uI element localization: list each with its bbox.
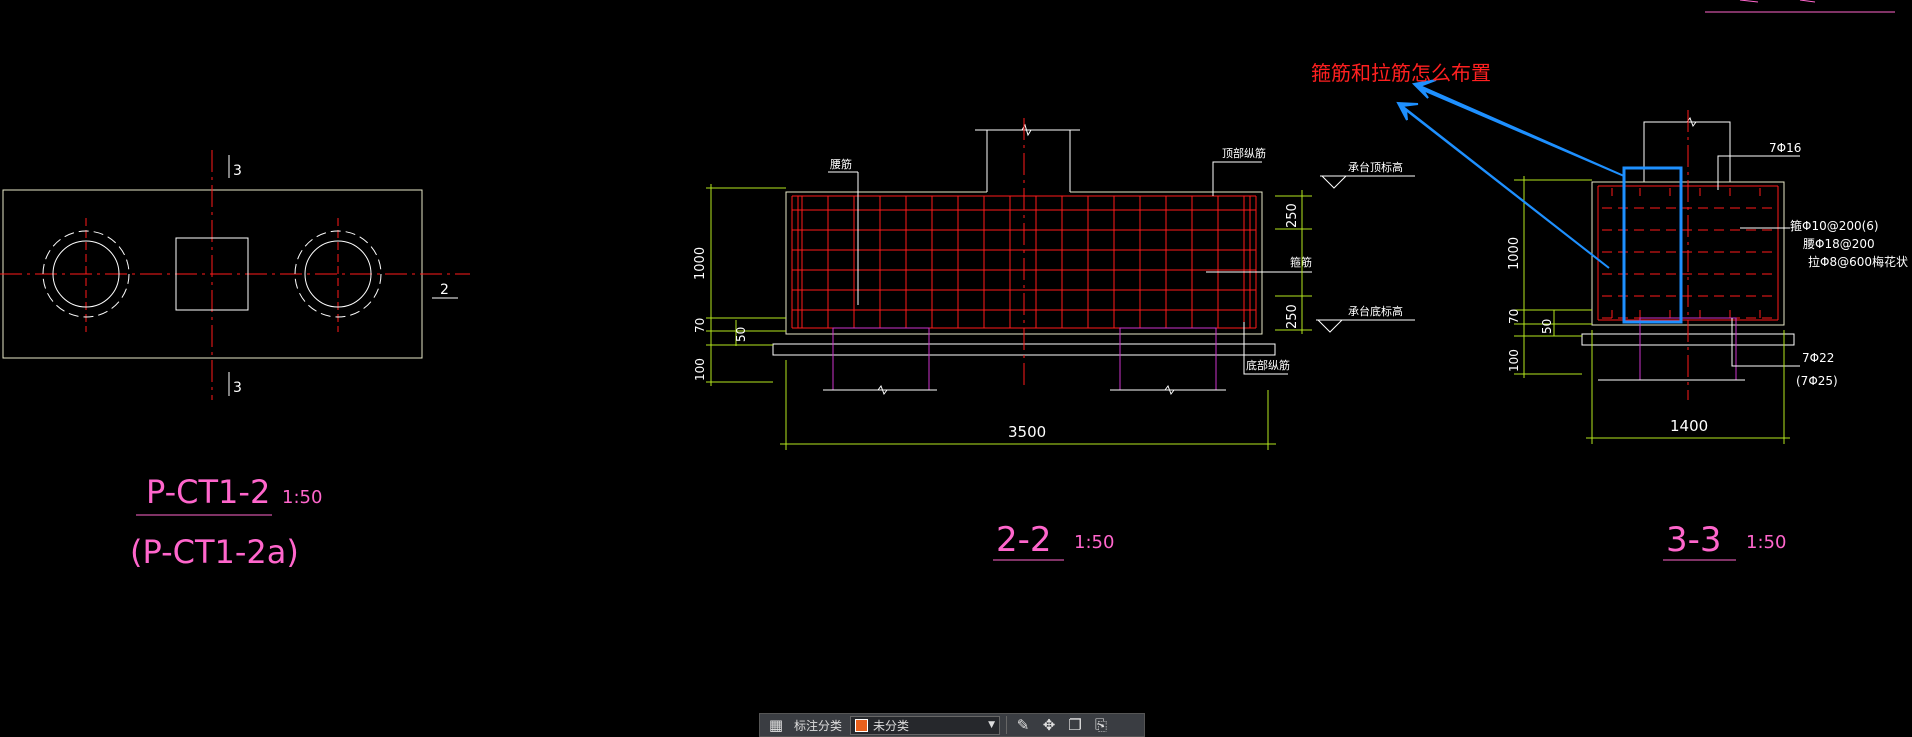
chevron-down-icon: ▼ bbox=[988, 720, 996, 730]
section-2-2-scale: 1:50 bbox=[1074, 532, 1114, 553]
grid-icon[interactable]: ▦ bbox=[768, 716, 784, 734]
section-mark-right: 2 bbox=[440, 282, 449, 298]
edit-icon[interactable]: ✎ bbox=[1016, 716, 1030, 734]
pile-left-outer bbox=[42, 230, 130, 318]
plan-title-alt: (P-CT1-2a) bbox=[130, 533, 299, 571]
toolbar-divider bbox=[1006, 716, 1008, 734]
label-top-long-bars: 顶部纵筋 bbox=[1222, 146, 1266, 160]
pile-right-inner bbox=[304, 240, 372, 308]
section-mark-top: 3 bbox=[233, 163, 242, 179]
annotation-question: 箍筋和拉筋怎么布置 bbox=[1311, 61, 1491, 85]
label-stirrup-2-2: 箍筋 bbox=[1290, 255, 1312, 269]
dim-50-3-3: 50 bbox=[1540, 319, 1554, 334]
label-stirrup-3-3: 箍Φ10@200(6) bbox=[1790, 218, 1879, 233]
highlight-box bbox=[1622, 166, 1683, 324]
section-mark-bottom: 3 bbox=[233, 380, 242, 396]
label-cap-top-elevation: 承台顶标高 bbox=[1348, 160, 1403, 174]
dim-70-2-2: 70 bbox=[693, 318, 707, 333]
column-outline bbox=[175, 237, 249, 311]
label-side-bars-3-3: 腰Φ18@200 bbox=[1803, 237, 1875, 251]
label-side-bars-2-2: 腰筋 bbox=[830, 157, 852, 171]
rebar-cage-2-2 bbox=[791, 195, 1257, 329]
category-select-value: 未分类 bbox=[873, 718, 910, 733]
partial-title-block bbox=[1705, 0, 1895, 13]
label-tie-bars-3-3: 拉Φ8@600梅花状 bbox=[1808, 254, 1908, 269]
copy-icon[interactable]: ❐ bbox=[1068, 716, 1082, 734]
label-bottom-long-bars: 底部纵筋 bbox=[1246, 358, 1290, 372]
label-top-bars-3-3: 7Φ16 bbox=[1769, 141, 1801, 155]
markup-toolbar: ▦ 标注分类 未分类 ▼ ✎ ✥ ❐ ⎘ bbox=[759, 713, 1145, 737]
dim-width-2-2: 3500 bbox=[1008, 423, 1046, 441]
dim-50-2-2: 50 bbox=[734, 327, 748, 342]
plan-title: P-CT1-2 bbox=[146, 473, 270, 511]
label-bottom-bars-alt-3-3: (7Φ25) bbox=[1796, 374, 1838, 388]
section-3-3: 7Φ16 箍Φ10@200(6) 腰Φ18@200 拉Φ8@600梅花状 7Φ2… bbox=[1507, 110, 1908, 561]
section-2-2-title: 2-2 bbox=[996, 520, 1052, 560]
plan-scale: 1:50 bbox=[282, 487, 322, 508]
annotation-category-label: 标注分类 bbox=[794, 718, 843, 733]
dim-height-2-2: 1000 bbox=[693, 247, 708, 280]
section-3-3-title: 3-3 bbox=[1666, 520, 1722, 560]
section-3-3-scale: 1:50 bbox=[1746, 532, 1786, 553]
dim-width-3-3: 1400 bbox=[1670, 417, 1708, 435]
label-bottom-bars-3-3: 7Φ22 bbox=[1802, 351, 1834, 365]
dim-100-3-3: 100 bbox=[1507, 349, 1521, 372]
dim-70-3-3: 70 bbox=[1507, 309, 1521, 324]
pile-right-outer bbox=[294, 230, 382, 318]
label-cap-bottom-elevation: 承台底标高 bbox=[1348, 304, 1403, 318]
dim-bottom-zone-2-2: 250 bbox=[1285, 304, 1300, 329]
move-icon[interactable]: ✥ bbox=[1042, 716, 1056, 734]
dim-top-zone-2-2: 250 bbox=[1285, 203, 1300, 228]
pile-left-inner bbox=[52, 240, 120, 308]
dim-height-3-3: 1000 bbox=[1507, 237, 1522, 270]
markup-annotation[interactable]: 箍筋和拉筋怎么布置 bbox=[1311, 61, 1683, 324]
category-color-swatch bbox=[855, 718, 869, 732]
arrow-lower bbox=[1396, 101, 1610, 269]
plan-view: 3 3 2 P-CT1-2 1:50 (P-CT1-2a) bbox=[0, 150, 470, 571]
paste-icon[interactable]: ⎘ bbox=[1095, 716, 1108, 734]
annotation-category-select[interactable]: 未分类 ▼ bbox=[850, 715, 1001, 735]
arrow-upper bbox=[1411, 79, 1625, 177]
section-2-2: 腰筋 顶部纵筋 承台顶标高 箍筋 承台底标高 底部纵筋 250 250 10 bbox=[693, 118, 1415, 561]
dim-100-2-2: 100 bbox=[693, 358, 707, 381]
